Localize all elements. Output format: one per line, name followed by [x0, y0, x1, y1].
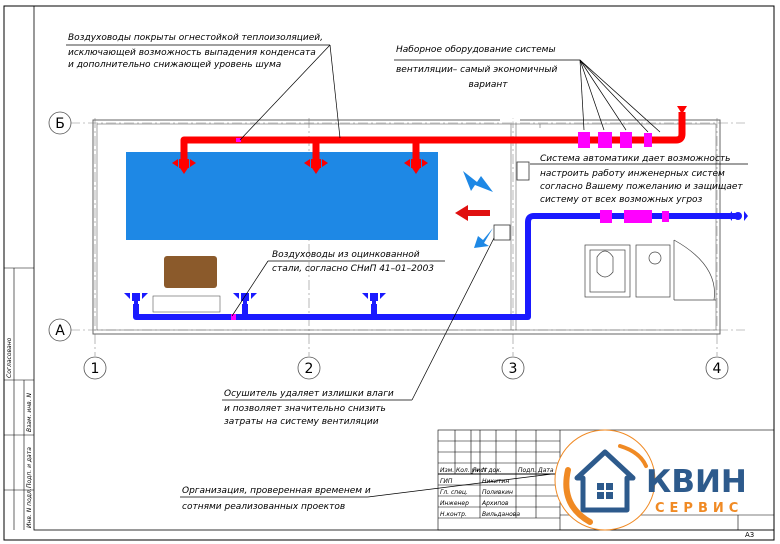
exhaust-grilles	[124, 211, 748, 305]
axis-label-col-1: 1	[91, 361, 100, 377]
tb-header-date: Дата	[537, 467, 554, 474]
supply-diffusers	[172, 159, 428, 174]
house-icon	[563, 444, 648, 525]
note-automation-line-4: систему от всех возможных угроз	[540, 195, 703, 205]
tb-header-sign: Подп.	[518, 467, 536, 474]
tb-name-engineer: Архипов	[481, 500, 509, 507]
tb-header-sheet: Лист	[471, 467, 488, 474]
sofa	[164, 256, 217, 288]
table	[152, 295, 221, 313]
tb-header-count: Кол. уч	[456, 467, 479, 474]
axis-label-col-2: 2	[305, 361, 314, 377]
diffuser-area	[126, 152, 438, 240]
supply-equipment-sections	[236, 132, 652, 148]
note-insulation-line-2: исключающей возможность выпадения конден…	[68, 48, 316, 58]
company-logo: КВИН СЕРВИС	[554, 429, 747, 531]
note-automation-line-2: настроить работу инженерных систем	[540, 169, 725, 179]
building-walls	[92, 118, 721, 335]
note-equipment-line-2: вентиляции– самый экономичный	[396, 65, 557, 75]
tb-header-doc: N док.	[482, 467, 502, 474]
leader-lines	[66, 44, 748, 498]
bathroom-fixtures	[584, 239, 716, 301]
note-galvanized-line-2: стали, согласно СНиП 41–01–2003	[272, 264, 434, 274]
exhaust-duct	[133, 213, 736, 320]
axis-bubbles	[48, 111, 729, 380]
airflow-arrows	[455, 171, 493, 248]
logo-name: КВИН	[646, 464, 747, 500]
note-automation-line-3: согласно Вашему пожеланию и защищает	[540, 182, 743, 192]
automation-panel	[516, 161, 530, 181]
note-insulation-line-3: и дополнительно снижающей уровень шума	[68, 60, 281, 70]
axis-label-row-a: А	[55, 323, 65, 339]
note-equipment-line-3: вариант	[468, 80, 508, 90]
axis-label-col-4: 4	[713, 361, 722, 377]
note-organization-line-2: сотнями реализованных проектов	[182, 502, 345, 512]
tb-role-chief: Гл. спец.	[440, 489, 468, 496]
tb-role-engineer: Инженер	[440, 500, 469, 507]
tb-role-gip: ГИП	[440, 478, 453, 485]
dehumidifier-unit	[493, 224, 511, 241]
side-stamp-inventory: Инв. N подл.	[26, 488, 33, 528]
tb-name-gip: Никитин	[482, 478, 509, 485]
note-insulation-line-1: Воздуховоды покрыты огнестойкой теплоизо…	[68, 33, 323, 43]
side-stamp-replace: Взам. инв. N	[26, 393, 33, 432]
note-galvanized-line-1: Воздуховоды из оцинкованной	[272, 250, 420, 260]
tb-header-change: Изм.	[440, 467, 454, 474]
logo-subtitle: СЕРВИС	[655, 501, 743, 516]
supply-inlet	[677, 106, 687, 114]
tb-sheet-format: А3	[745, 531, 754, 539]
side-stamp-sign: Подп. и дата	[26, 447, 33, 488]
tb-name-control: Вильданова	[482, 511, 520, 518]
side-stamp: Согласовано Взам. инв. N Подп. и дата Ин…	[4, 267, 34, 530]
note-dehumidifier-line-2: и позволяет значительно снизить	[224, 404, 386, 414]
note-organization-line-1: Организация, проверенная временем и	[182, 486, 371, 496]
tb-name-chief: Поливкин	[482, 489, 513, 496]
side-stamp-agreed: Согласовано	[6, 337, 13, 378]
note-dehumidifier-line-3: затраты на систему вентиляции	[224, 417, 379, 427]
note-dehumidifier-line-1: Осушитель удаляет излишки влаги	[224, 389, 394, 399]
exhaust-equipment-sections	[231, 210, 669, 320]
title-block-text: Изм. Кол. уч Лист N док. Подп. Дата ГИП …	[440, 467, 754, 539]
tb-role-control: Н.контр.	[440, 511, 467, 518]
note-automation-line-1: Система автоматики дает возможность	[540, 154, 730, 164]
axis-label-col-3: 3	[509, 361, 518, 377]
note-equipment-line-1: Наборное оборудование системы	[396, 45, 556, 55]
axis-label-row-b: Б	[55, 116, 65, 132]
